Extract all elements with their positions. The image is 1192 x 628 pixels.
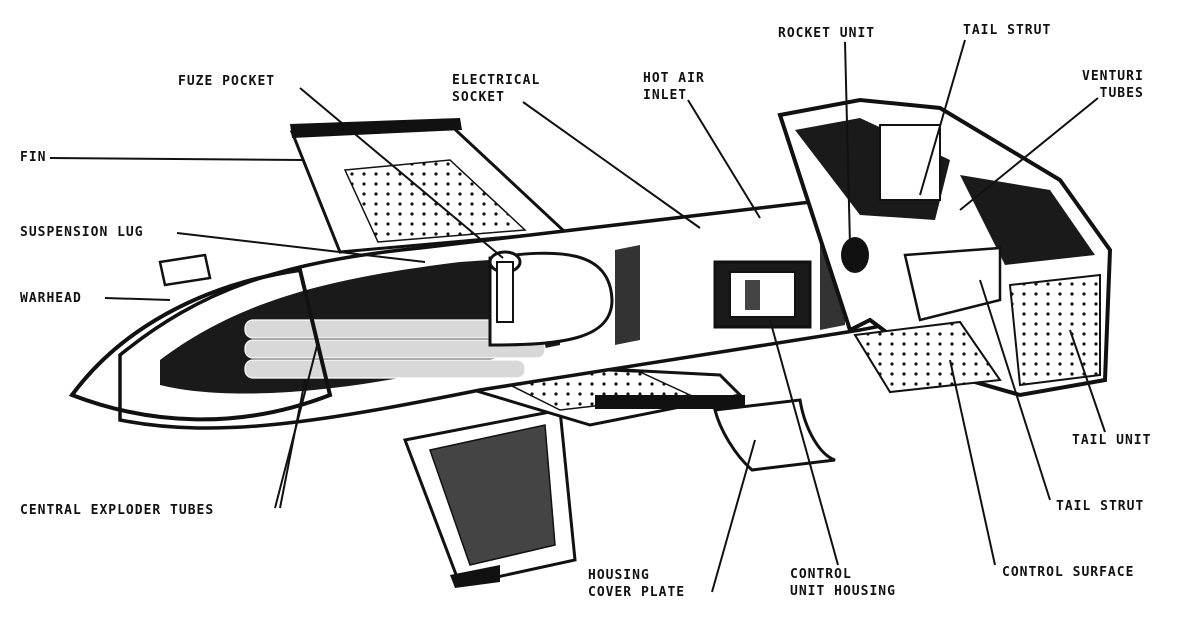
warhead-nose xyxy=(68,267,333,422)
lower-fin xyxy=(402,408,577,588)
upper-fin xyxy=(289,118,569,254)
control-unit-housing xyxy=(713,260,812,329)
leader-lines xyxy=(49,39,1106,593)
label-rocket-unit: ROCKET UNIT xyxy=(778,26,876,41)
label-control-unit-housing-line1: CONTROL xyxy=(790,567,852,582)
fuselage xyxy=(118,193,992,430)
label-electrical-socket-line2: SOCKET xyxy=(452,90,505,105)
label-electrical-socket-line1: ELECTRICAL xyxy=(452,73,541,88)
label-housing-cover-plate-line2: COVER PLATE xyxy=(588,585,686,600)
label-hot-air-inlet: HOT AIR INLET xyxy=(643,70,705,104)
tail-unit xyxy=(777,97,1113,398)
label-suspension-lug: SUSPENSION LUG xyxy=(20,225,144,240)
label-control-unit-housing-line2: UNIT HOUSING xyxy=(790,584,896,599)
label-hot-air-inlet-line1: HOT AIR xyxy=(643,71,705,86)
label-tail-unit: TAIL UNIT xyxy=(1072,433,1152,448)
label-electrical-socket: ELECTRICAL SOCKET xyxy=(452,72,540,106)
label-tail-strut-top: TAIL STRUT xyxy=(963,23,1052,38)
label-fin: FIN xyxy=(20,150,47,165)
label-fuze-pocket: FUZE POCKET xyxy=(178,74,276,89)
label-control-surface: CONTROL SURFACE xyxy=(1002,565,1135,580)
label-venturi-tubes-line1: VENTURI xyxy=(1082,69,1144,84)
label-central-exploder-tubes: CENTRAL EXPLODER TUBES xyxy=(20,503,215,518)
fuze-pocket xyxy=(488,250,522,323)
label-hot-air-inlet-line2: INLET xyxy=(643,88,688,103)
label-control-unit-housing: CONTROL UNIT HOUSING xyxy=(790,566,896,600)
housing-cover-plate xyxy=(713,398,836,472)
label-venturi-tubes-line2: TUBES xyxy=(1099,86,1144,101)
label-housing-cover-plate-line1: HOUSING xyxy=(588,568,650,583)
label-tail-strut-bottom: TAIL STRUT xyxy=(1056,499,1145,514)
label-venturi-tubes: VENTURI TUBES xyxy=(1082,68,1144,102)
suspension-lug xyxy=(158,253,212,287)
label-warhead: WARHEAD xyxy=(20,291,82,306)
label-housing-cover-plate: HOUSING COVER PLATE xyxy=(588,567,685,601)
